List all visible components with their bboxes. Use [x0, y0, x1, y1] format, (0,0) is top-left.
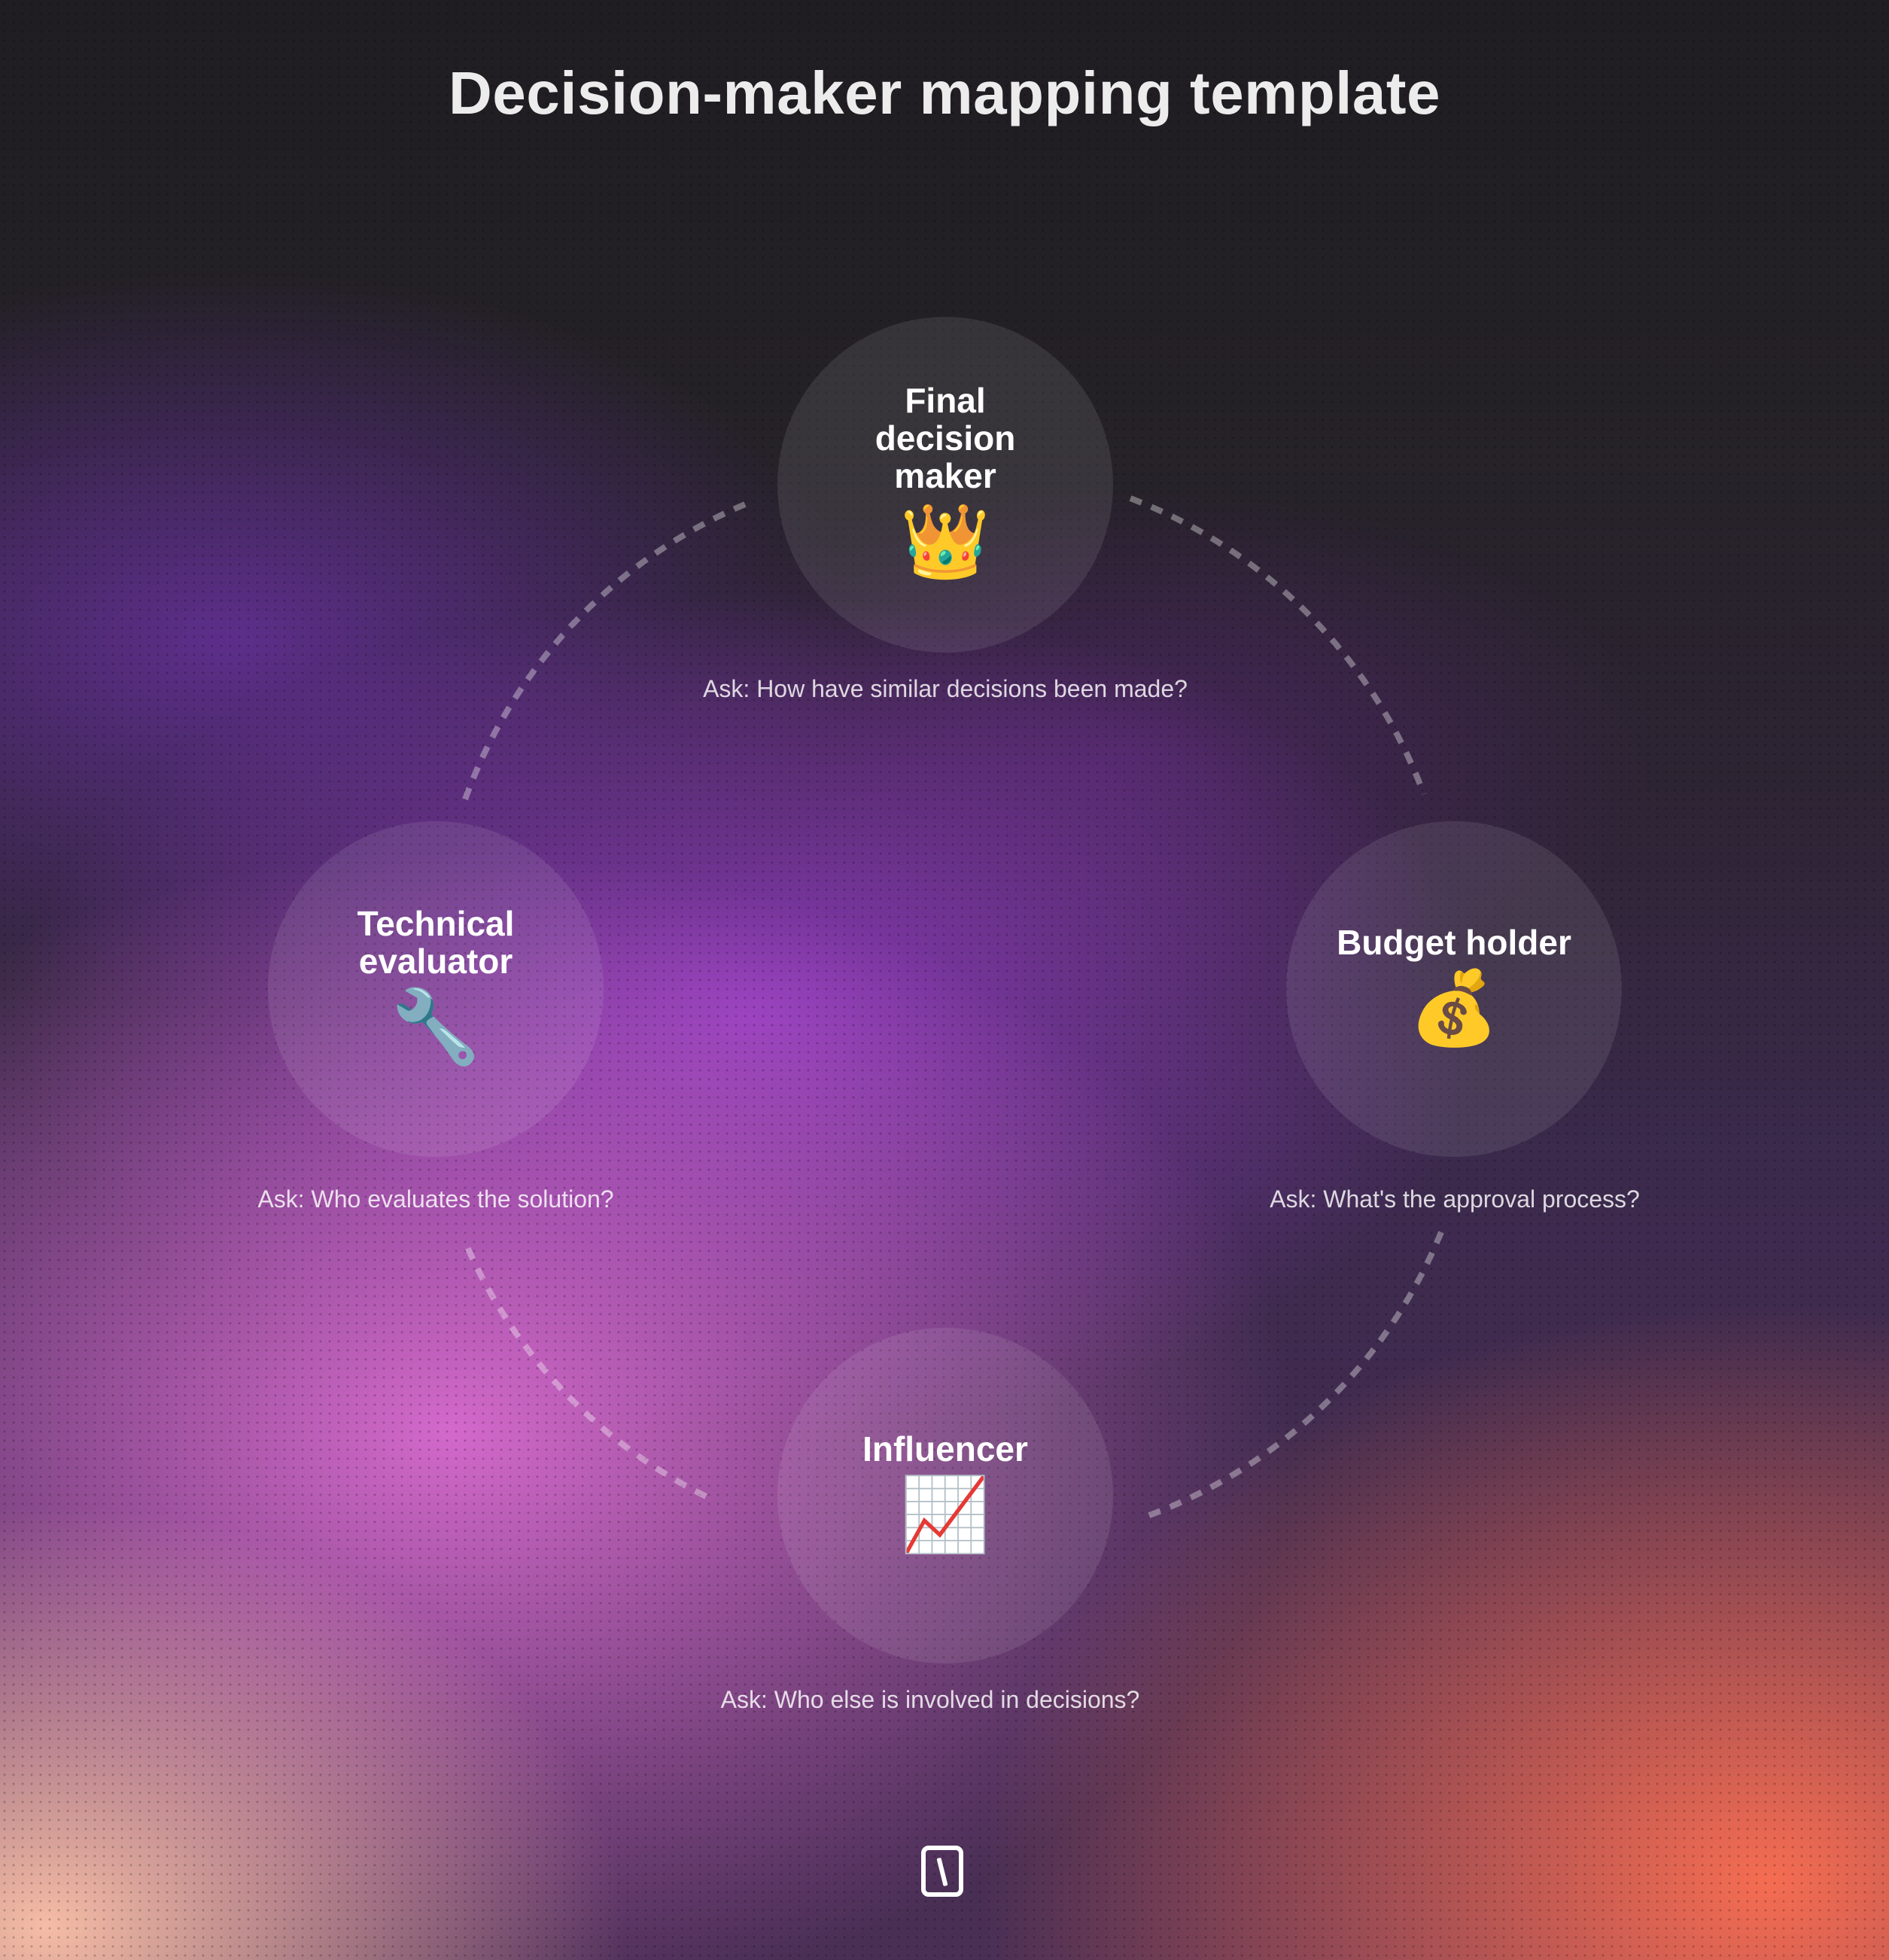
- node-label: Technical evaluator: [357, 904, 515, 981]
- node-label: Influencer: [862, 1429, 1028, 1468]
- node-label: Budget holder: [1337, 923, 1571, 962]
- ask-prompt-final-decision-maker: Ask: How have similar decisions been mad…: [703, 675, 1188, 702]
- crown-icon: 👑: [900, 501, 990, 582]
- connector-final-to-budget: [1129, 495, 1427, 796]
- ask-prompt-influencer: Ask: Who else is involved in decisions?: [720, 1686, 1140, 1713]
- ask-prompt-technical-evaluator: Ask: Who evaluates the solution?: [257, 1185, 614, 1213]
- wrench-icon: 🔧: [391, 987, 481, 1067]
- connector-budget-to-influencer: [1144, 1231, 1444, 1520]
- page-title: Decision-maker mapping template: [448, 59, 1441, 126]
- node-technical-evaluator[interactable]: Technical evaluator 🔧: [268, 821, 604, 1157]
- node-budget-holder[interactable]: Budget holder 💰: [1286, 821, 1622, 1157]
- ask-prompt-budget-holder: Ask: What's the approval process?: [1270, 1185, 1640, 1213]
- node-final-decision-maker[interactable]: Final decision maker 👑: [777, 317, 1113, 653]
- brand-logo-icon: [921, 1846, 963, 1897]
- node-label: Final decision maker: [875, 381, 1016, 495]
- connector-technical-to-final: [462, 501, 747, 801]
- chart-increasing-icon: 📈: [900, 1475, 990, 1555]
- connector-influencer-to-technical: [462, 1240, 707, 1499]
- money-bag-icon: 💰: [1409, 968, 1499, 1048]
- node-influencer[interactable]: Influencer 📈: [777, 1328, 1113, 1663]
